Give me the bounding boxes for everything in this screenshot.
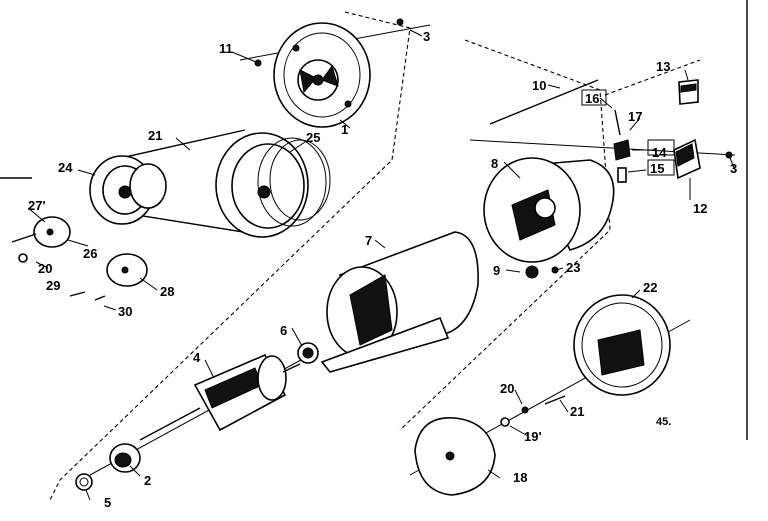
washer-part-19: [500, 417, 510, 427]
callout-24: 24: [58, 160, 73, 175]
pin-part-29: [69, 291, 86, 297]
switch-parts: [613, 79, 733, 183]
washer-part-5: [75, 473, 93, 491]
callout-4: 4: [193, 350, 201, 365]
callout-18: 18: [513, 470, 527, 485]
stator-part-8: [483, 157, 615, 279]
callout-26: 26: [83, 246, 97, 261]
nut-part-20: [521, 406, 529, 414]
screw-part-3: [396, 18, 404, 26]
callout-3: 3: [423, 29, 430, 44]
callout-7: 7: [365, 233, 372, 248]
callout-1: 1: [341, 122, 348, 137]
group-outline-right: [399, 39, 611, 431]
bolt-part-21: [544, 395, 566, 405]
rod-part-10: [489, 79, 599, 125]
group-outline-top: [604, 59, 701, 96]
callout-25: 25: [306, 130, 320, 145]
fan-part-18: [414, 417, 496, 496]
bearing-part-2: [109, 443, 141, 473]
callout-21b: 21: [148, 128, 162, 143]
screw-part-11: [254, 59, 262, 67]
callout-29: 29: [46, 278, 60, 293]
callout-20a: 20: [500, 381, 514, 396]
callout-3b: 3: [730, 161, 737, 176]
callout-5: 5: [104, 495, 111, 510]
callout-28: 28: [160, 284, 174, 299]
hub-part-26: [11, 216, 71, 248]
callout-12: 12: [693, 201, 707, 216]
drawing-number: 45.: [656, 416, 671, 428]
belt-and-pulleys: [89, 129, 331, 238]
callout-13: 13: [656, 59, 670, 74]
group-outline-left: [49, 11, 411, 501]
callout-10: 10: [532, 78, 546, 93]
bearing-part-6: [297, 342, 319, 364]
callout-30: 30: [118, 304, 132, 319]
callout-15: 15: [650, 161, 664, 176]
callout-14: 14: [652, 145, 667, 160]
callout-22: 22: [643, 280, 657, 295]
motor-housing-part-7: [320, 231, 479, 373]
callout-16: 16: [585, 91, 599, 106]
leader-lines: [27, 29, 736, 501]
callout-2: 2: [144, 473, 151, 488]
end-bell-part-1: [273, 22, 371, 128]
callout-27: 27': [28, 198, 46, 213]
screw-part-30: [94, 295, 106, 301]
callout-8: 8: [491, 156, 498, 171]
hub-part-28: [106, 253, 148, 287]
callout-6: 6: [280, 323, 287, 338]
callout-20b: 20: [38, 261, 52, 276]
callout-11: 11: [219, 41, 233, 56]
armature-part-4: [139, 353, 301, 441]
callout-labels: 1 2 3 4 5 6 7 8 9 10 11 12 13 14 15 16 1…: [28, 29, 737, 510]
callout-23: 23: [566, 260, 580, 275]
washer-part-20: [18, 253, 28, 263]
callout-17: 17: [628, 109, 642, 124]
fan-guard-part-22: [573, 294, 671, 396]
callout-19: 19': [524, 429, 542, 444]
callout-21a: 21: [570, 404, 584, 419]
callout-9: 9: [493, 263, 500, 278]
